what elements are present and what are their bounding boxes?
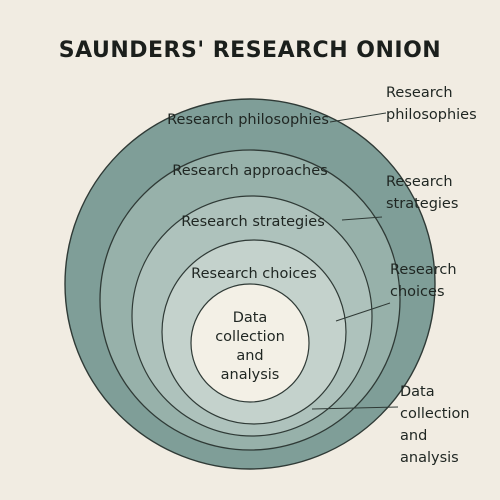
callout-philosophies-line-1: Research bbox=[386, 85, 453, 101]
core-label-line-4: analysis bbox=[221, 367, 280, 383]
callout-data-line-2: collection bbox=[400, 406, 470, 422]
callout-strategies-line-1: Research bbox=[386, 174, 453, 190]
callout-choices-line-1: Research bbox=[390, 262, 457, 278]
ring-label-research-approaches: Research approaches bbox=[172, 163, 327, 179]
leader-line-philosophies bbox=[329, 112, 387, 123]
core-label-line-1: Data bbox=[233, 310, 268, 326]
callout-data-line-4: analysis bbox=[400, 450, 459, 466]
callout-philosophies-line-2: philosophies bbox=[386, 107, 477, 123]
callout-strategies-line-2: strategies bbox=[386, 196, 458, 212]
leader-line-strategies bbox=[341, 216, 383, 221]
callout-data-line-3: and bbox=[400, 428, 427, 444]
ring-label-research-strategies: Research strategies bbox=[181, 214, 325, 230]
core-label-line-3: and bbox=[236, 348, 263, 364]
leader-line-data-collection bbox=[311, 406, 399, 410]
core-label-line-2: collection bbox=[215, 329, 285, 345]
ring-label-research-philosophies: Research philosophies bbox=[167, 112, 329, 128]
diagram-title: SAUNDERS' RESEARCH ONION bbox=[58, 38, 442, 63]
callout-choices-line-2: choices bbox=[390, 284, 445, 300]
ring-label-research-choices: Research choices bbox=[191, 266, 317, 282]
ring-data-collection-core bbox=[190, 283, 310, 403]
leader-line-choices bbox=[335, 302, 391, 322]
callout-data-line-1: Data bbox=[400, 384, 435, 400]
